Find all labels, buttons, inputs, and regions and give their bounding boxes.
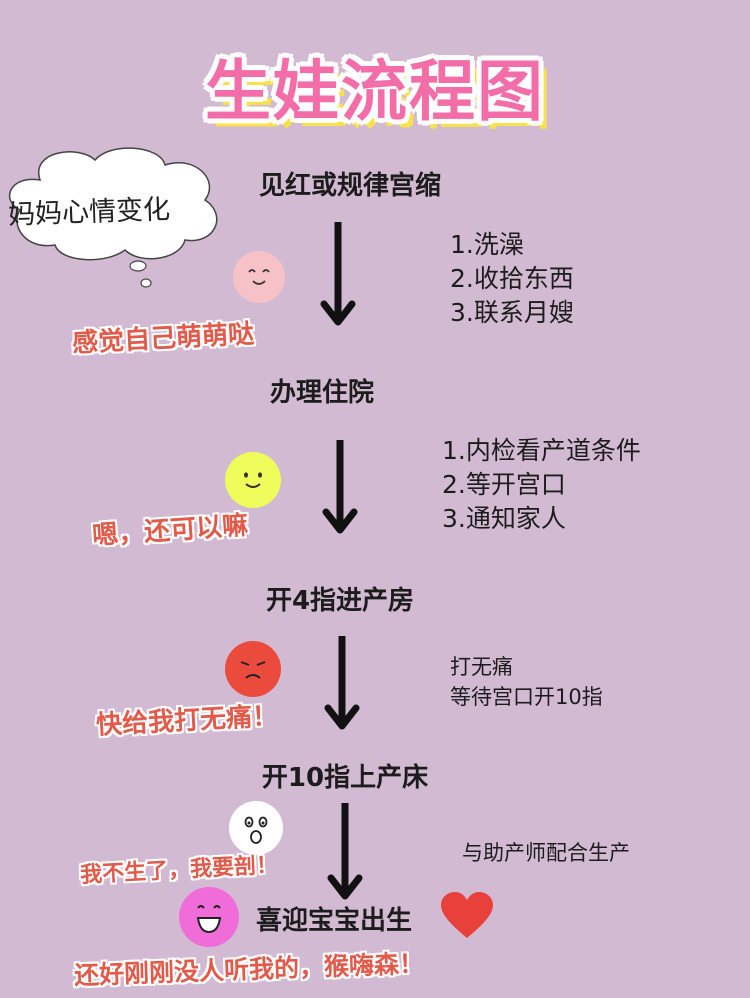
action-item: 3.通知家人 bbox=[442, 504, 566, 533]
down-arrow-icon bbox=[325, 799, 365, 901]
pink-smile-face-icon bbox=[233, 251, 285, 303]
mood-caption-2: 嗯，还可以嘛 bbox=[91, 510, 250, 552]
down-arrow-icon bbox=[322, 632, 362, 731]
action-item: 打无痛 bbox=[450, 655, 513, 679]
thought-cloud-icon bbox=[8, 147, 218, 288]
mood-caption-3: 快给我打无痛！ bbox=[95, 701, 279, 741]
mood-bubble-label: 妈妈心情变化 bbox=[7, 194, 171, 231]
heart-icon bbox=[441, 892, 493, 938]
step-2-heading: 办理住院 bbox=[270, 378, 375, 408]
action-list-3: 打无痛 等待宫口开10指 bbox=[450, 652, 603, 712]
mood-caption-4: 我不生了，我要剖！ bbox=[79, 852, 279, 889]
page-title: 生娃流程图 bbox=[205, 53, 545, 130]
magenta-grin-face-icon bbox=[179, 887, 239, 947]
action-item: 1.内检看产道条件 bbox=[442, 436, 641, 465]
action-item: 1.洗澡 bbox=[450, 230, 524, 259]
step-1-heading: 见红或规律宫缩 bbox=[258, 171, 441, 201]
step-5-heading: 喜迎宝宝出生 bbox=[256, 906, 413, 936]
yellow-smile-face-icon bbox=[225, 452, 281, 508]
mood-caption-5: 还好刚刚没人听我的，猴嗨森！ bbox=[73, 948, 425, 991]
red-frown-face-icon bbox=[225, 641, 281, 697]
mood-caption-1: 感觉自己萌萌哒 bbox=[71, 319, 255, 359]
action-list-1: 1.洗澡 2.收拾东西 3.联系月嫂 bbox=[450, 228, 574, 330]
action-item: 2.收拾东西 bbox=[450, 264, 574, 293]
action-list-2: 1.内检看产道条件 2.等开宫口 3.通知家人 bbox=[442, 434, 641, 536]
action-item: 等待宫口开10指 bbox=[450, 685, 603, 709]
action-item: 2.等开宫口 bbox=[442, 470, 566, 499]
action-item: 3.联系月嫂 bbox=[450, 298, 574, 327]
step-3-heading: 开4指进产房 bbox=[265, 586, 415, 616]
down-arrow-icon bbox=[320, 436, 360, 535]
white-shocked-face-icon bbox=[229, 801, 283, 855]
action-list-4: 与助产师配合生产 bbox=[462, 838, 630, 868]
action-item: 与助产师配合生产 bbox=[462, 841, 630, 865]
step-4-heading: 开10指上产床 bbox=[261, 763, 429, 793]
down-arrow-icon bbox=[318, 218, 358, 327]
